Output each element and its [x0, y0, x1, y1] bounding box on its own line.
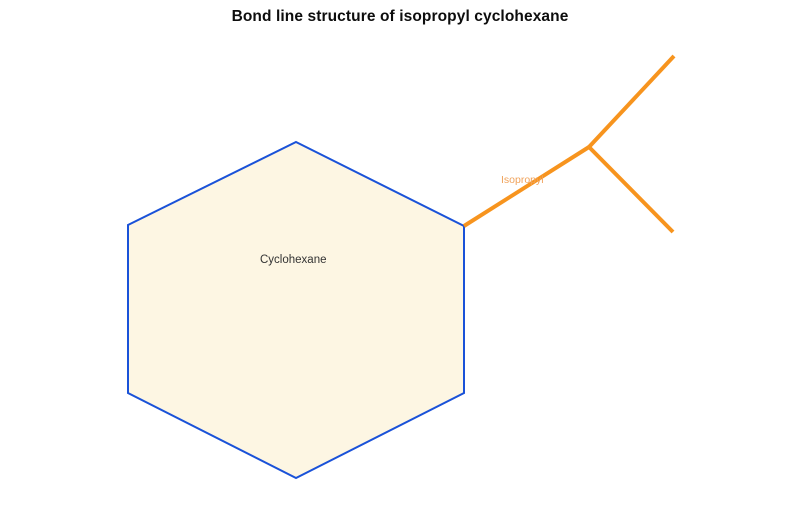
bond-methyl-upper — [587, 54, 676, 149]
cyclohexane-label: Cyclohexane — [260, 254, 326, 266]
bond-ring-to-isopropyl — [462, 145, 591, 228]
cyclohexane-ring — [127, 140, 465, 480]
page-title: Bond line structure of isopropyl cyclohe… — [231, 8, 569, 25]
isopropyl-label: Isopropyl — [501, 174, 544, 186]
bond-methyl-lower — [587, 145, 675, 234]
